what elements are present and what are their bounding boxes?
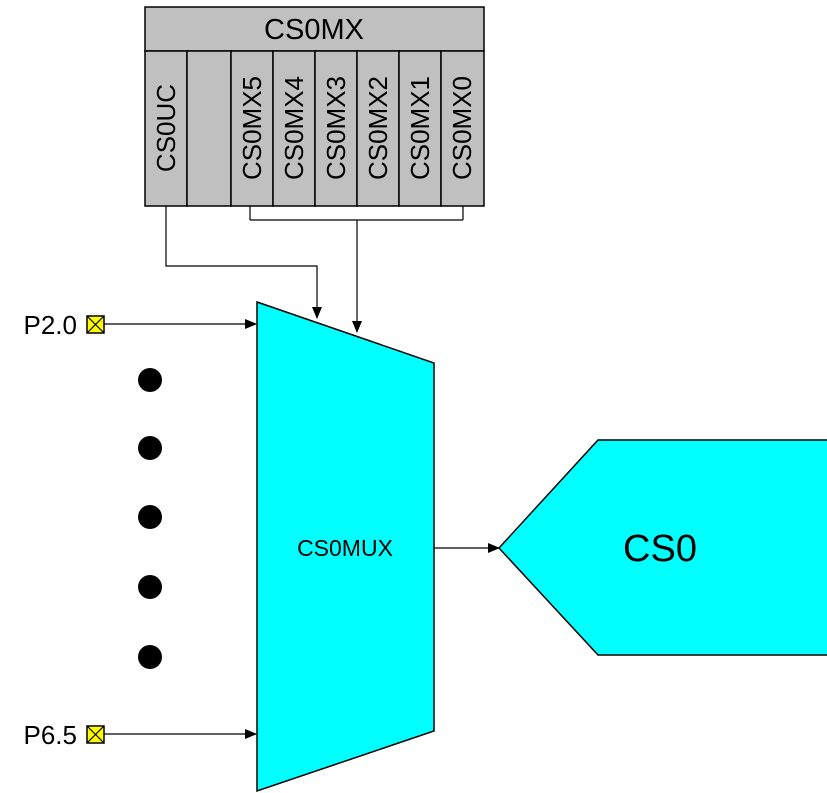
- cs0mx-register: CS0MX CS0UC CS0MX5 CS0MX4 CS0MX3 CS0MX2 …: [144, 6, 485, 207]
- cs0-block: [497, 439, 827, 656]
- bit-label-cs0mx2: CS0MX2: [363, 76, 393, 180]
- register-bit-cs0mx2: [356, 50, 400, 207]
- bit-label-cs0mx4: CS0MX4: [279, 76, 309, 180]
- register-bit-cs0mx5: [230, 50, 274, 207]
- ellipsis-dot: [138, 575, 162, 599]
- bit-label-cs0mx5: CS0MX5: [237, 76, 267, 180]
- pin-p6-5: P6.5: [24, 720, 257, 750]
- register-bits: CS0UC CS0MX5 CS0MX4 CS0MX3 CS0MX2 CS0MX1…: [144, 50, 485, 207]
- register-bit-reserved: [186, 50, 232, 207]
- ellipsis-dot: [138, 645, 162, 669]
- pin-box-icon: [86, 315, 105, 334]
- control-lines: [165, 206, 362, 333]
- cs0-label: CS0: [623, 528, 697, 570]
- pin-p2-0: P2.0: [24, 310, 257, 340]
- register-bit-cs0mx0: [440, 50, 485, 207]
- register-bit-cs0mx3: [314, 50, 358, 207]
- pin-label-p2-0: P2.0: [24, 310, 78, 340]
- ellipsis-dot: [138, 436, 162, 460]
- register-bit-cs0uc: [144, 50, 188, 207]
- bit-label-cs0mx1: CS0MX1: [405, 76, 435, 180]
- ellipsis-dots: [138, 368, 162, 669]
- bit-label-cs0uc: CS0UC: [151, 84, 181, 172]
- register-title: CS0MX: [264, 14, 364, 46]
- register-bit-cs0mx1: [398, 50, 442, 207]
- pin-label-p6-5: P6.5: [24, 720, 78, 750]
- mux-block: [256, 300, 435, 793]
- pin-box-icon: [86, 725, 105, 744]
- mx-bits-bracket: [249, 206, 464, 221]
- mux-label: CS0MUX: [297, 535, 393, 561]
- bit-label-cs0mx0: CS0MX0: [447, 76, 477, 180]
- ellipsis-dot: [138, 368, 162, 392]
- bit-label-cs0mx3: CS0MX3: [321, 76, 351, 180]
- cs0uc-control-line: [165, 206, 322, 319]
- register-header: [144, 6, 485, 52]
- ellipsis-dot: [138, 505, 162, 529]
